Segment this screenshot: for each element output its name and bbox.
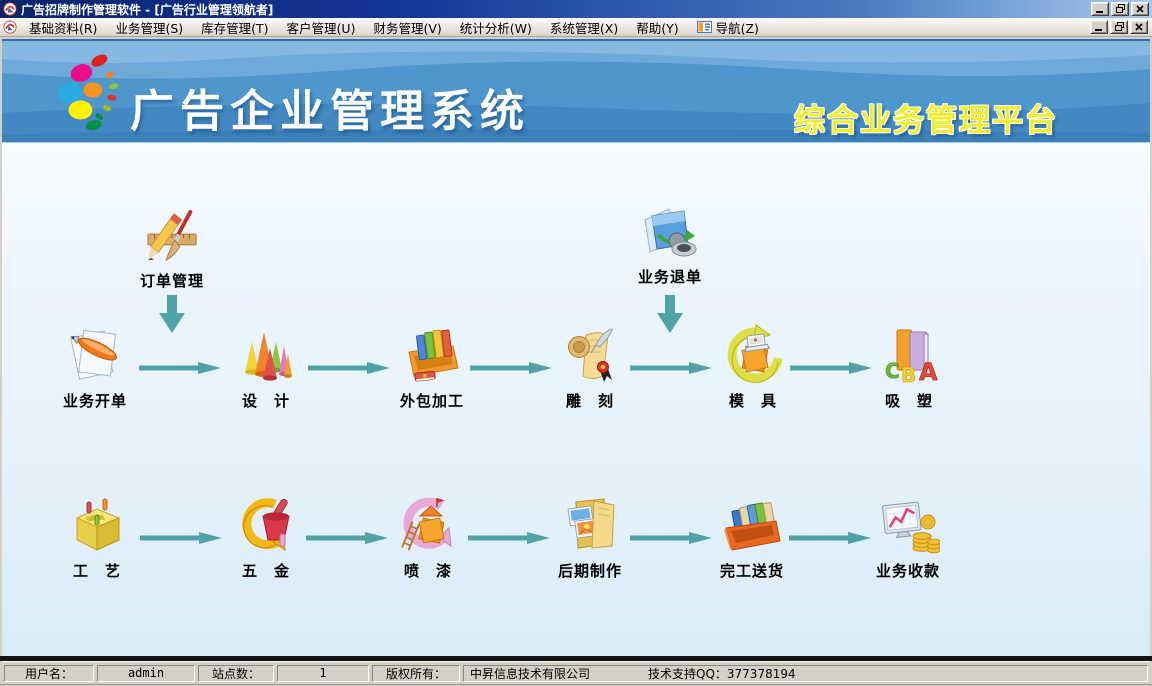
status-site-label: 站点数： — [198, 664, 274, 682]
mdi-restore-button[interactable] — [1110, 20, 1128, 34]
window-bottom-edge — [0, 684, 1152, 686]
craft-icon — [31, 494, 163, 556]
menu-item-customer-mgmt[interactable]: 客户管理(U) — [286, 20, 356, 36]
window-frame-right — [1150, 37, 1152, 686]
svg-text:B: B — [901, 363, 916, 386]
delivery-icon — [686, 494, 818, 556]
menu-item-statistics[interactable]: 统计分析(W) — [459, 20, 532, 36]
workflow-node-post-production[interactable]: 后期制作 — [524, 494, 656, 581]
status-copyright-label: 版权所有： — [372, 664, 460, 682]
status-copyright-cell: 中昇信息技术有限公司 技术支持QQ：377378194 — [463, 664, 1148, 682]
status-support-value: 技术支持QQ：377378194 — [648, 666, 796, 681]
workflow-node-label: 工 艺 — [72, 562, 121, 580]
workflow-node-label: 吸 塑 — [884, 392, 933, 410]
menu-item-inventory-mgmt[interactable]: 库存管理(T) — [201, 20, 269, 36]
flow-arrow-right — [789, 532, 871, 544]
status-copyright-value: 中昇信息技术有限公司 — [470, 666, 591, 681]
post-production-icon — [524, 494, 656, 556]
status-user-label: 用户名： — [4, 664, 94, 682]
workflow-node-business-billing[interactable]: 业务开单 — [29, 324, 161, 411]
status-user-value: admin — [97, 664, 195, 682]
paint-icon — [362, 494, 494, 556]
window-title: 广告招牌制作管理软件 - [广告行业管理领航者] — [21, 2, 274, 17]
mold-icon — [687, 324, 819, 386]
flow-arrow-down — [159, 295, 185, 333]
window-minimize-button[interactable] — [1091, 2, 1109, 16]
banner-logo-icon — [50, 49, 126, 137]
workflow-node-mold[interactable]: 模 具 — [687, 324, 819, 411]
engraving-icon — [524, 324, 656, 386]
workflow-node-collection[interactable]: 业务收款 — [842, 494, 974, 581]
workflow-node-label: 完工送货 — [719, 562, 784, 580]
banner-waves — [2, 39, 1150, 142]
banner: 广告企业管理系统 综合业务管理平台 — [2, 39, 1150, 142]
menu-bar: 基础资料(R) 业务管理(S) 库存管理(T) 客户管理(U) 财务管理(V) … — [0, 18, 1152, 37]
workflow-node-business-return[interactable]: 业务退单 — [604, 200, 736, 287]
workflow-node-label: 后期制作 — [557, 562, 622, 580]
flow-arrow-right — [306, 532, 388, 544]
workflow-node-label: 业务收款 — [875, 562, 940, 580]
design-icon — [200, 324, 332, 386]
window-frame-left — [0, 37, 2, 686]
menu-item-help[interactable]: 帮助(Y) — [636, 20, 679, 36]
workflow-node-craft[interactable]: 工 艺 — [31, 494, 163, 581]
order-management-icon — [106, 204, 238, 266]
flow-arrow-right — [468, 532, 550, 544]
flow-arrow-right — [630, 362, 712, 374]
menu-item-business-mgmt[interactable]: 业务管理(S) — [115, 20, 184, 36]
workspace-background — [2, 142, 1150, 657]
svg-text:C: C — [885, 359, 900, 383]
workflow-node-order-management[interactable]: 订单管理 — [106, 204, 238, 291]
workflow-node-paint[interactable]: 喷 漆 — [362, 494, 494, 581]
flow-arrow-down — [657, 295, 683, 333]
hardware-icon — [200, 494, 332, 556]
workflow-node-label: 模 具 — [728, 392, 777, 410]
menu-item-finance-mgmt[interactable]: 财务管理(V) — [373, 20, 442, 36]
window-restore-button[interactable] — [1111, 2, 1129, 16]
status-divider — [0, 656, 1152, 661]
workflow-node-delivery[interactable]: 完工送货 — [686, 494, 818, 581]
workflow-node-blister[interactable]: C B A 吸 塑 — [843, 324, 975, 411]
workflow-node-label: 雕 刻 — [565, 392, 614, 410]
app-icon[interactable] — [3, 2, 17, 16]
flow-arrow-right — [630, 532, 712, 544]
banner-title: 广告企业管理系统 — [130, 86, 530, 137]
status-bar: 用户名： admin 站点数： 1 版权所有： 中昇信息技术有限公司 技术支持Q… — [2, 661, 1150, 684]
blister-icon: C B A — [843, 324, 975, 386]
workflow-node-label: 订单管理 — [139, 272, 204, 290]
menu-item-navigation[interactable]: 导航(Z) — [688, 16, 768, 39]
child-app-icon[interactable] — [3, 20, 17, 34]
workflow-node-outsourcing[interactable]: 外包加工 — [366, 324, 498, 411]
title-bar: 广告招牌制作管理软件 - [广告行业管理领航者] — [0, 0, 1152, 18]
flow-arrow-right — [470, 362, 552, 374]
flow-arrow-right — [139, 362, 221, 374]
business-billing-icon — [29, 324, 161, 386]
workflow-node-label: 业务退单 — [637, 268, 702, 286]
workflow-node-label: 设 计 — [241, 392, 290, 410]
banner-subtitle: 综合业务管理平台 — [794, 103, 1058, 139]
mdi-minimize-button[interactable] — [1090, 20, 1108, 34]
flow-arrow-right — [790, 362, 872, 374]
workflow-node-label: 五 金 — [241, 562, 290, 580]
menu-item-system-mgmt[interactable]: 系统管理(X) — [549, 20, 619, 36]
collection-icon — [842, 494, 974, 556]
workflow-node-engraving[interactable]: 雕 刻 — [524, 324, 656, 411]
flow-arrow-right — [308, 362, 390, 374]
business-return-icon — [604, 200, 736, 262]
status-site-value: 1 — [277, 664, 369, 682]
mdi-close-button[interactable] — [1130, 20, 1148, 34]
workflow-node-design[interactable]: 设 计 — [200, 324, 332, 411]
svg-text:A: A — [919, 358, 938, 386]
workflow-node-hardware[interactable]: 五 金 — [200, 494, 332, 581]
menu-item-basic-data[interactable]: 基础资料(R) — [29, 20, 98, 36]
workflow-node-label: 喷 漆 — [403, 562, 452, 580]
workflow-node-label: 外包加工 — [399, 392, 464, 410]
outsourcing-icon — [366, 324, 498, 386]
window-close-button[interactable] — [1131, 2, 1149, 16]
navigation-icon — [696, 21, 712, 33]
flow-arrow-right — [140, 532, 222, 544]
workflow-node-label: 业务开单 — [62, 392, 127, 410]
